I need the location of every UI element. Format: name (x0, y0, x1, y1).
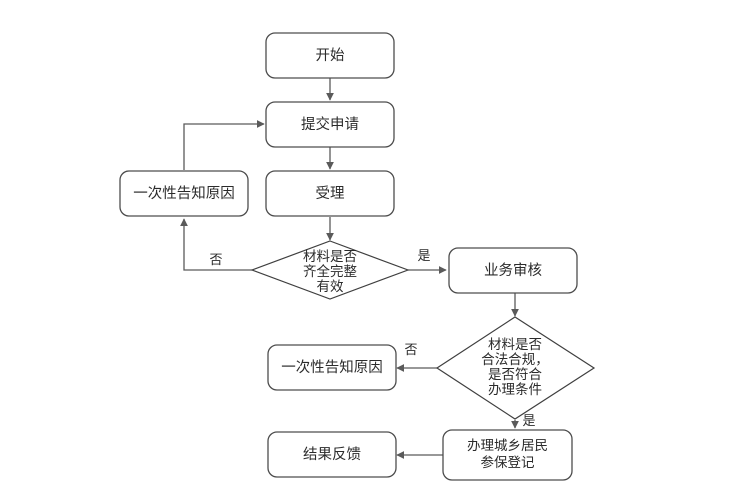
decision-compliance-line1: 材料是否 (488, 337, 542, 352)
edge-notify-to-submit (183, 120, 265, 170)
node-notify-reason-left[interactable]: 一次性告知原因 (119, 170, 249, 217)
decision-materials-shape (250, 240, 410, 300)
decision-materials-line1: 材料是否 (303, 249, 357, 264)
decision-materials-complete[interactable]: 材料是否 齐全完整 有效 (250, 240, 410, 300)
connector-layer (180, 78, 519, 459)
node-submit-label: 提交申请 (301, 115, 359, 133)
decision-compliance-line2: 合法合规， (481, 352, 549, 367)
decision-materials-line3: 有效 (317, 279, 344, 294)
node-accept[interactable]: 受理 (265, 170, 395, 217)
node-start[interactable]: 开始 (265, 32, 395, 79)
decision-compliance-line4: 办理条件 (488, 381, 542, 397)
node-accept-shape (265, 170, 395, 217)
node-notify-reason-second[interactable]: 一次性告知原因 (267, 344, 397, 391)
node-submit-application[interactable]: 提交申请 (265, 101, 395, 148)
decision-materials-compliance[interactable]: 材料是否 合法合规， 是否符合 办理条件 (435, 316, 596, 420)
node-start-shape (265, 32, 395, 79)
node-business-review-label: 业务审核 (484, 262, 542, 279)
node-business-review[interactable]: 业务审核 (448, 247, 578, 294)
edge-label-compliance-yes: 是 (522, 413, 535, 428)
node-register-insurance[interactable]: 办理城乡居民 参保登记 (442, 429, 573, 481)
node-result-shape (267, 431, 397, 478)
node-notify-left-shape (119, 170, 249, 217)
node-register-shape (442, 429, 573, 481)
node-register-line1: 办理城乡居民 (467, 438, 548, 453)
node-notify-left-label: 一次性告知原因 (133, 185, 235, 202)
node-submit-shape (265, 101, 395, 148)
decision-compliance-line3: 是否符合 (488, 367, 542, 382)
decision-materials-line2: 齐全完整 (303, 263, 357, 279)
edge-label-layer: 否 是 否 是 (209, 248, 535, 428)
node-result-label: 结果反馈 (303, 446, 361, 463)
decision-compliance-shape (435, 316, 596, 420)
edge-label-materials-no: 否 (209, 252, 222, 267)
node-register-line2: 参保登记 (481, 454, 535, 470)
node-notify-second-shape (267, 344, 397, 391)
node-accept-label: 受理 (316, 185, 345, 202)
node-notify-second-label: 一次性告知原因 (281, 359, 383, 376)
node-start-label: 开始 (316, 47, 345, 64)
node-business-review-shape (448, 247, 578, 294)
node-result-feedback[interactable]: 结果反馈 (267, 431, 397, 478)
edge-materials-no-to-notify (180, 218, 252, 271)
edge-label-materials-yes: 是 (417, 248, 430, 263)
edge-label-compliance-no: 否 (404, 342, 417, 357)
